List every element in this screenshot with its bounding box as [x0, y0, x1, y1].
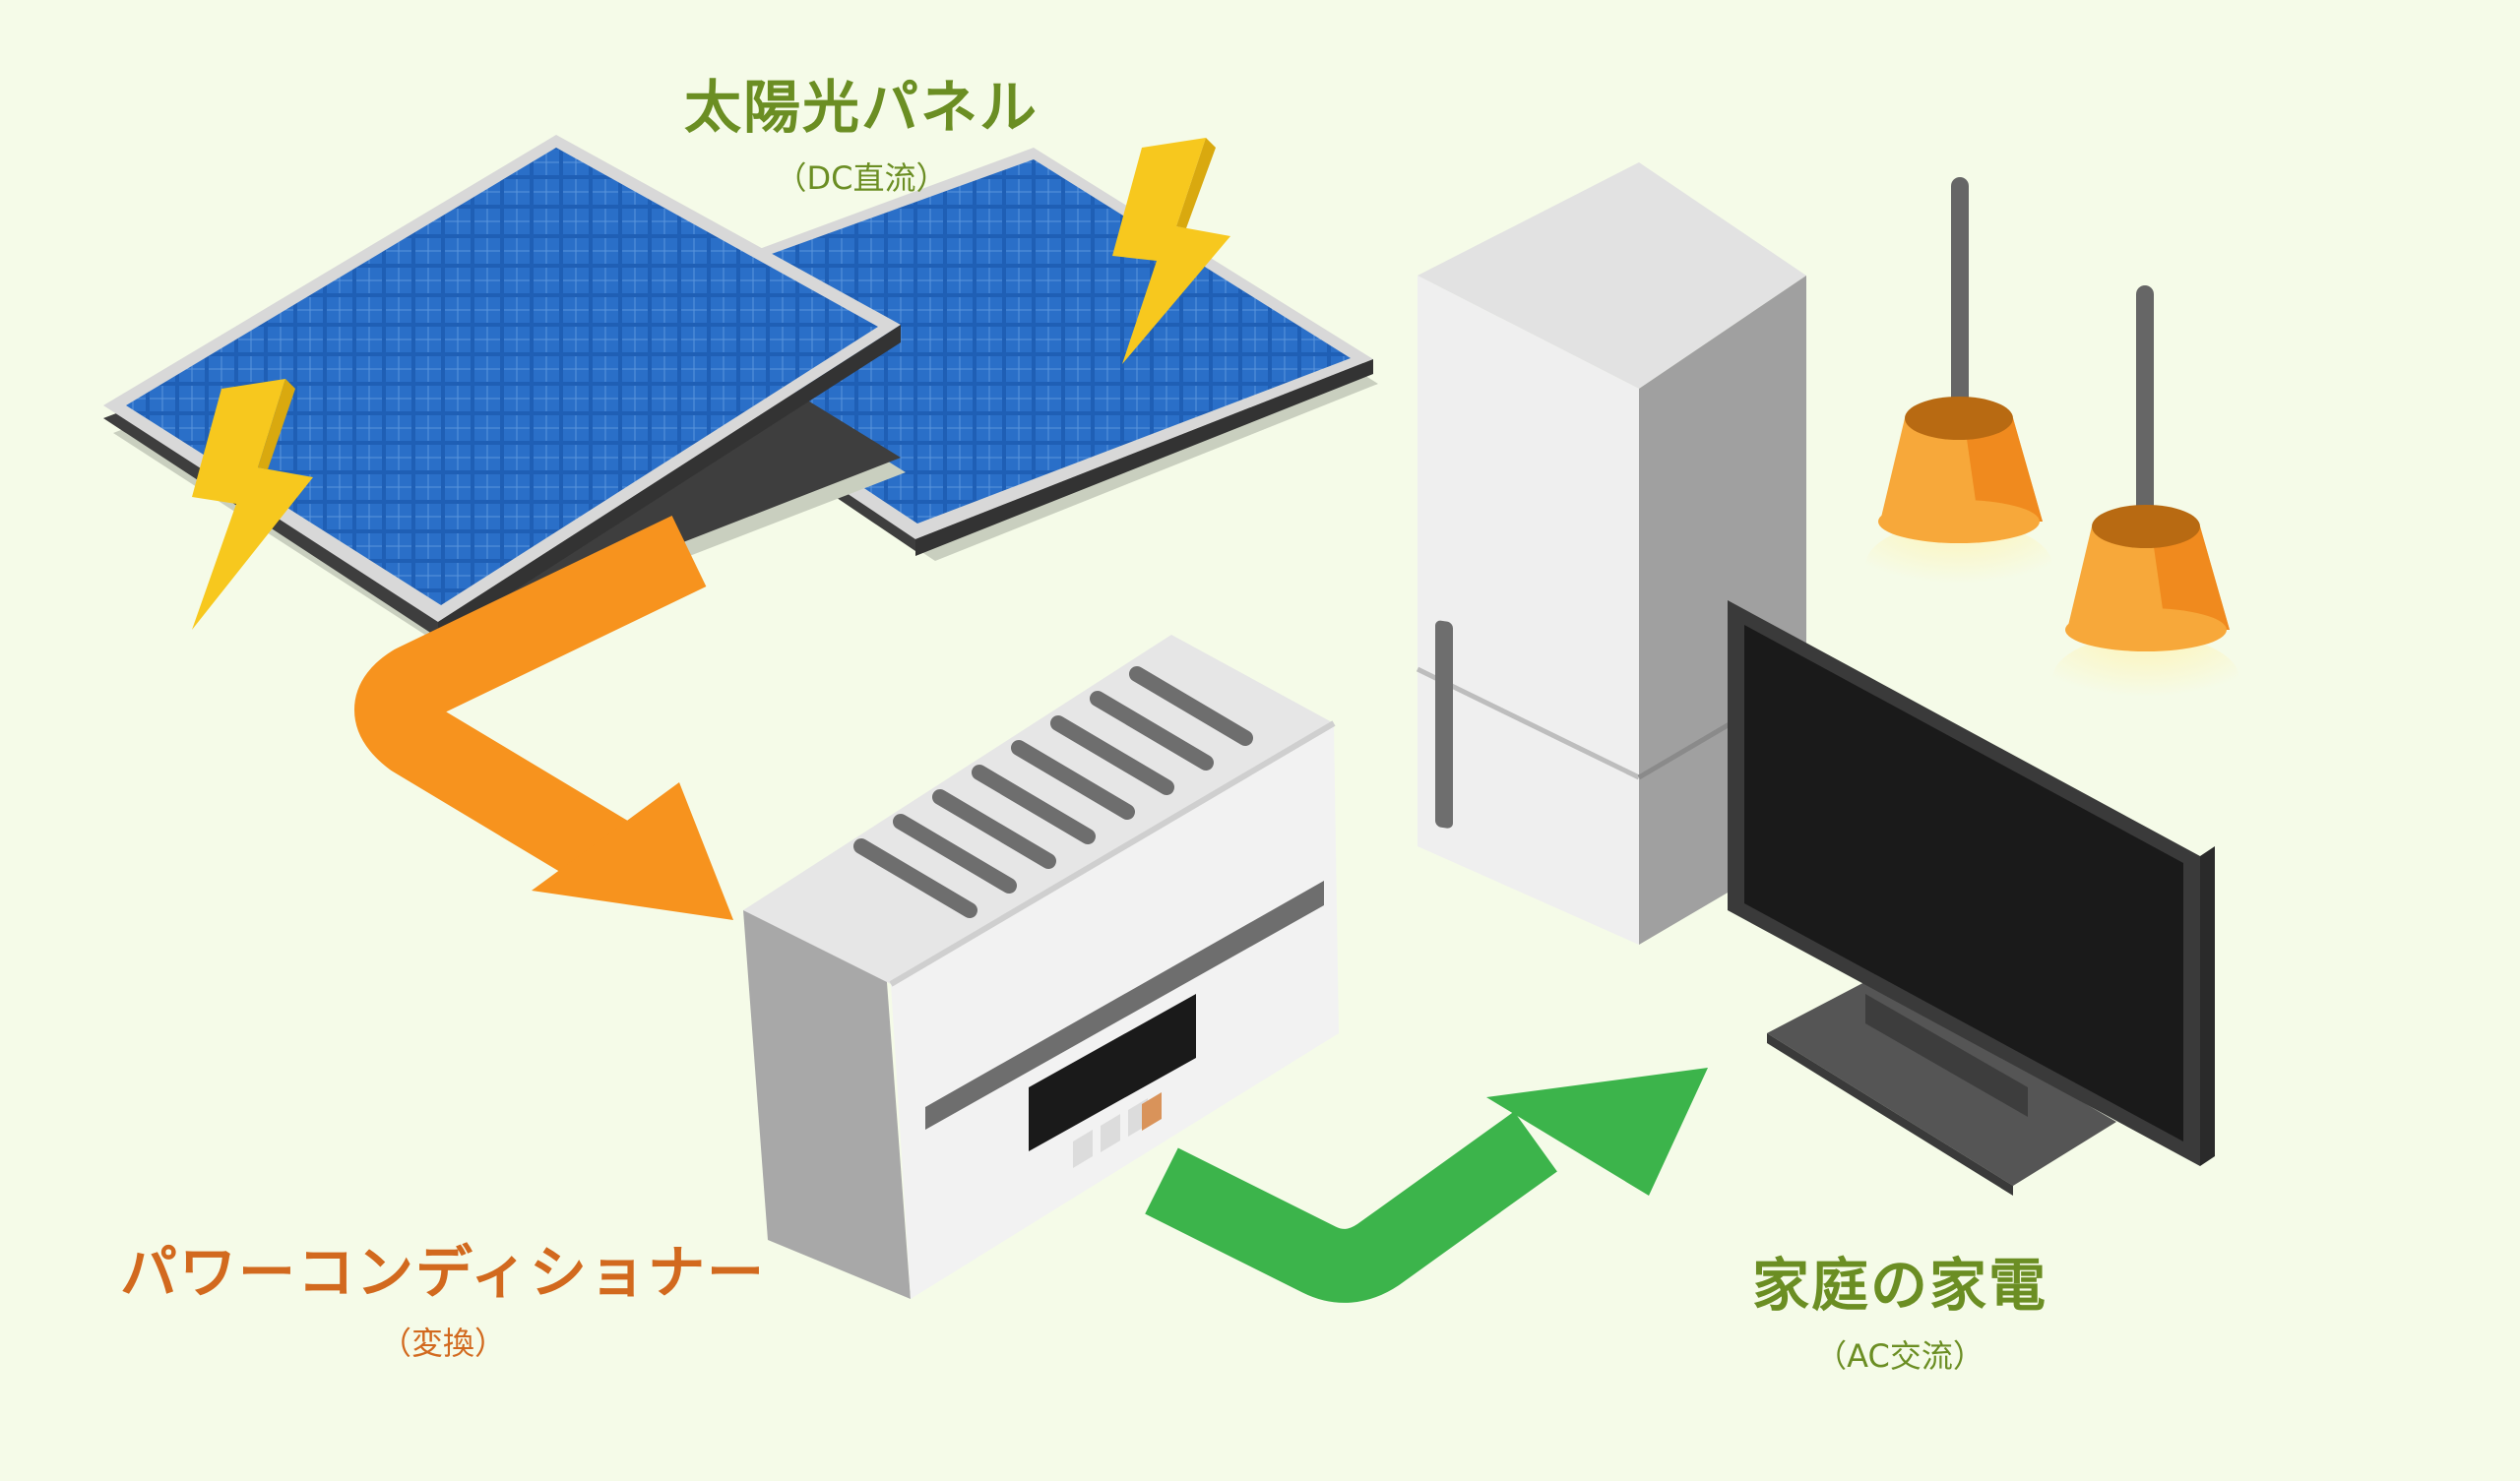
home-appliances-title: 家庭の家電 [1751, 1252, 2048, 1319]
ac-arrow [1145, 1068, 1708, 1303]
power-conditioner-icon [743, 635, 1339, 1299]
solar-panel-label: 太陽光パネル （DC直流） [640, 74, 1083, 199]
power-conditioner-label: パワーコンディショナー （変換） [59, 1239, 827, 1364]
dc-arrow [354, 515, 733, 920]
television-icon [1728, 600, 2215, 1196]
pendant-lamp-icon [1865, 177, 2052, 610]
pendant-lamp-icon [2052, 285, 2239, 723]
refrigerator-icon [1416, 162, 1808, 945]
lightning-icon [1112, 138, 1230, 364]
home-appliances-subtitle: （AC交流） [1815, 1336, 1984, 1375]
lightning-icon [192, 379, 313, 630]
power-conditioner-subtitle: （変換） [379, 1324, 506, 1362]
solar-panel-subtitle: （DC直流） [775, 158, 948, 197]
power-conditioner-title: パワーコンディショナー [120, 1239, 766, 1306]
solar-panel-left [103, 135, 906, 649]
solar-panel-title: 太陽光パネル [683, 74, 1039, 141]
home-appliances-label: 家庭の家電 （AC交流） [1713, 1252, 2087, 1377]
